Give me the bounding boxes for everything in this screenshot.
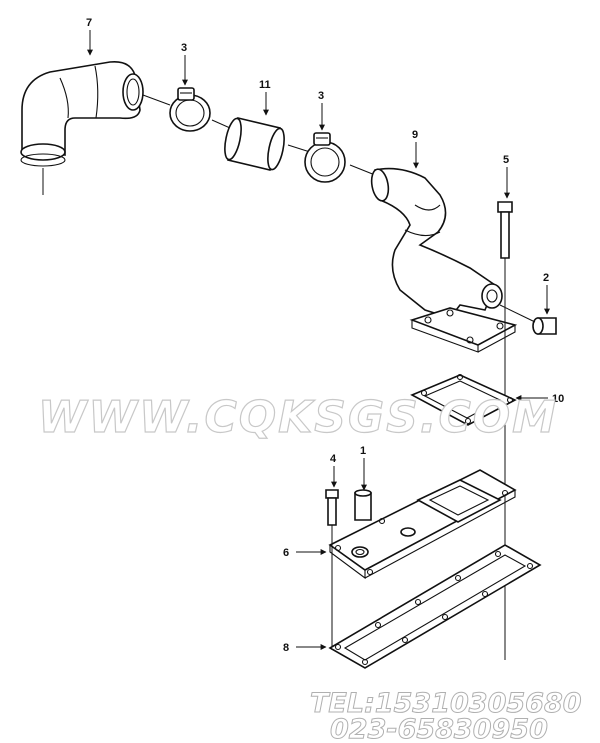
part-7-elbow-hose xyxy=(20,60,144,195)
callout-6: 6 xyxy=(283,547,289,559)
watermark-site: WWW.CQKSGS.COM xyxy=(38,392,558,443)
callout-7: 7 xyxy=(86,17,92,29)
callout-8: 8 xyxy=(283,642,289,654)
part-11-hose-sleeve xyxy=(224,117,285,171)
part-9-outlet-elbow xyxy=(370,167,518,353)
part-5-capscrew xyxy=(497,201,513,660)
part-3-hose-clamp-left xyxy=(169,87,211,132)
part-8-gasket xyxy=(328,544,542,669)
callout-10: 10 xyxy=(552,393,564,405)
watermark-phone: 023-65830950 xyxy=(330,714,548,743)
callout-2: 2 xyxy=(543,272,549,284)
part-2-pipe-plug xyxy=(499,304,557,335)
part-1-fitting xyxy=(354,489,372,521)
callout-3-right: 3 xyxy=(318,90,324,102)
part-10-gasket xyxy=(410,373,517,426)
callout-4: 4 xyxy=(330,453,337,465)
callout-11: 11 xyxy=(259,79,271,91)
watermark-tel: TEL:15310305680 xyxy=(310,688,582,719)
part-6-cover-plate xyxy=(328,469,517,580)
part-4-screw xyxy=(325,489,339,650)
callout-labels: 7 3 11 3 9 5 2 10 4 1 6 8 xyxy=(86,17,564,654)
callout-1: 1 xyxy=(360,445,366,457)
callout-9: 9 xyxy=(412,129,418,141)
callout-3-left: 3 xyxy=(181,42,187,54)
callout-5: 5 xyxy=(503,154,509,166)
part-3-hose-clamp-right xyxy=(304,132,346,183)
callout-leaders xyxy=(87,30,550,650)
watermark: WWW.CQKSGS.COM TEL:15310305680 023-65830… xyxy=(37,391,582,743)
